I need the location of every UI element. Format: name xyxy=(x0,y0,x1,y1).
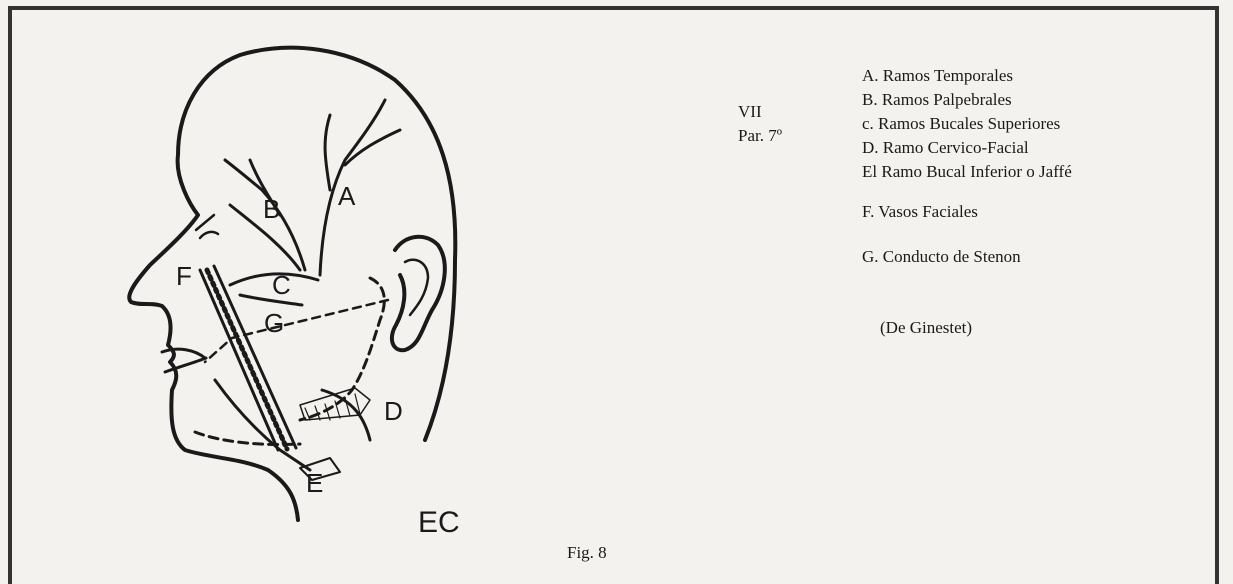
legend-item: F. Vasos Faciales xyxy=(862,200,1072,224)
legend-item: D. Ramo Cervico-Facial xyxy=(862,136,1072,160)
nerve-label-line2: Par. 7º xyxy=(738,124,782,148)
label-a: A xyxy=(338,181,356,211)
legend-item: El Ramo Bucal Inferior o Jaffé xyxy=(862,160,1072,184)
label-b: B xyxy=(263,194,280,224)
ear-inner xyxy=(405,260,428,315)
label-d: D xyxy=(384,396,403,426)
ear xyxy=(392,237,445,350)
branch-d xyxy=(322,390,370,440)
figure-caption: Fig. 8 xyxy=(567,543,607,563)
legend-item: A. Ramos Temporales xyxy=(862,64,1072,88)
label-c: C xyxy=(272,270,291,300)
eye xyxy=(196,215,218,238)
legend-item: B. Ramos Palpebrales xyxy=(862,88,1072,112)
legend-item: c. Ramos Bucales Superiores xyxy=(862,112,1072,136)
artist-initials: EC xyxy=(418,506,460,539)
nerve-label-line1: VII xyxy=(738,100,782,124)
submandibular-hatch xyxy=(300,388,370,420)
legend-item: G. Conducto de Stenon xyxy=(862,245,1072,269)
source-credit: (De Ginestet) xyxy=(880,318,972,338)
nerve-label: VII Par. 7º xyxy=(738,100,782,148)
label-f: F xyxy=(176,261,192,291)
lips xyxy=(162,349,206,372)
legend: A. Ramos Temporales B. Ramos Palpebrales… xyxy=(862,64,1072,269)
branch-a xyxy=(320,100,400,275)
label-g: G xyxy=(264,308,284,338)
label-e: E xyxy=(306,468,323,498)
